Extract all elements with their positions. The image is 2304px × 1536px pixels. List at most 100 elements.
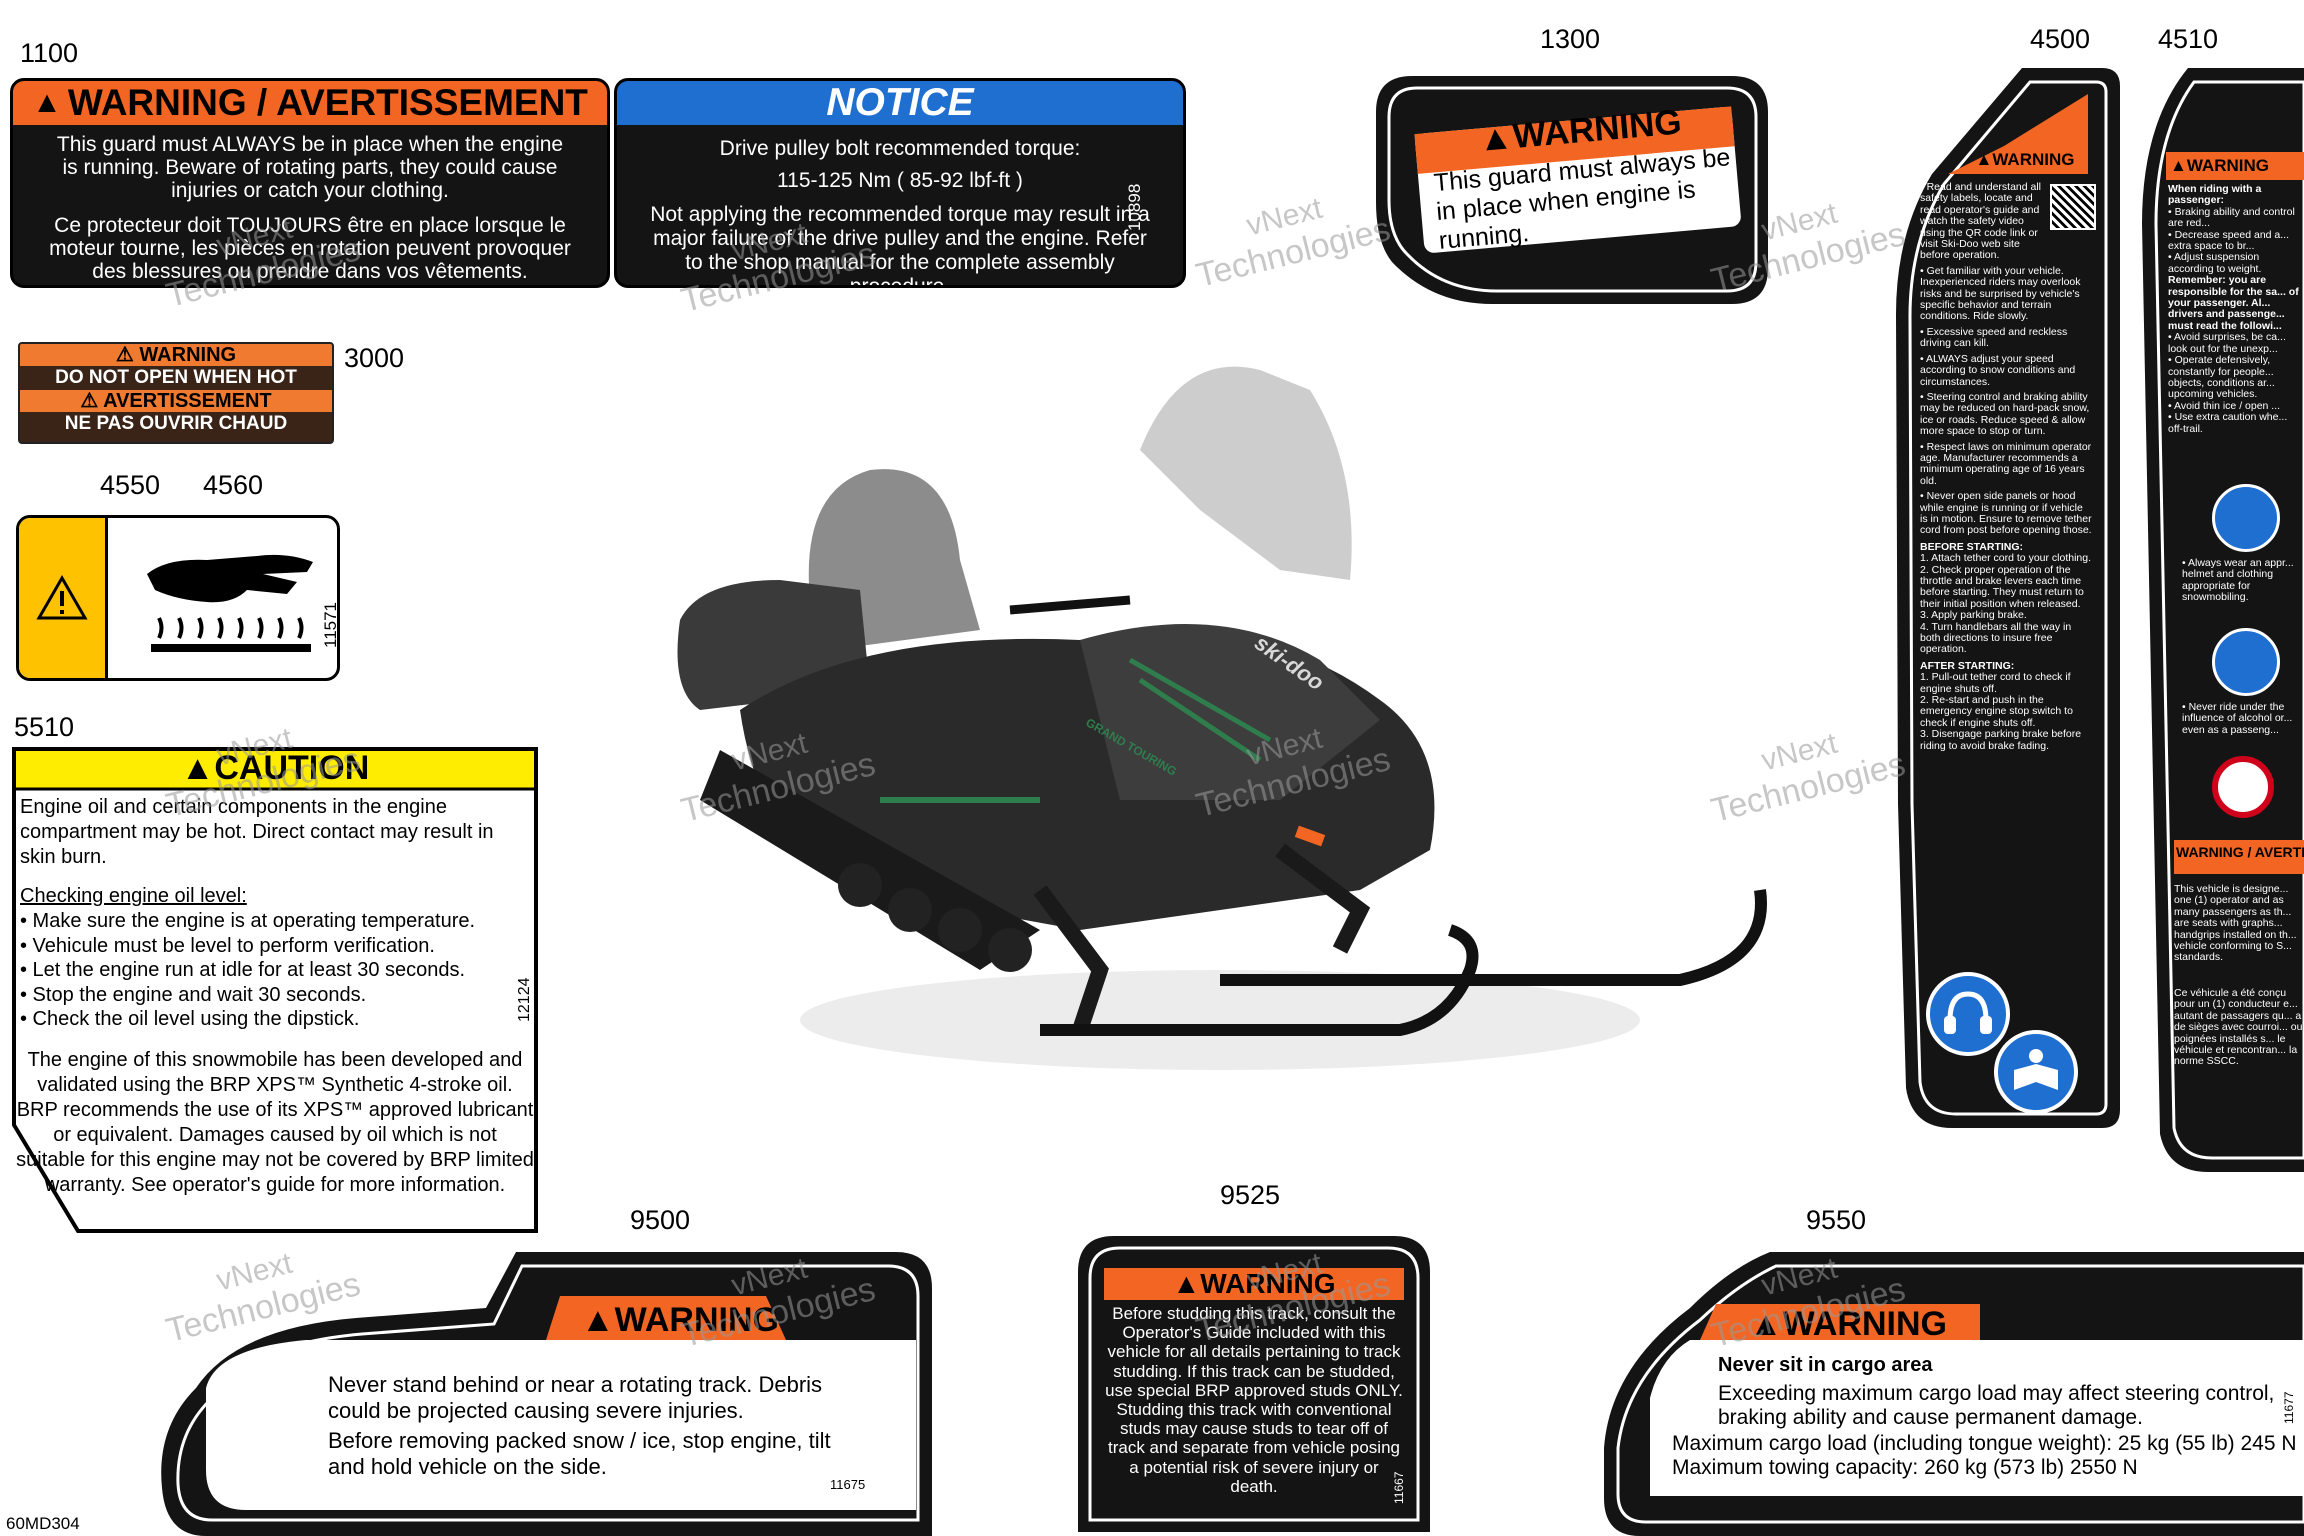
warning-triangle-icon <box>19 518 108 678</box>
notice-code: 10898 <box>1125 183 1144 231</box>
label-9550-shape <box>1604 1252 2304 1536</box>
warning-triangle-icon: ▲ <box>1172 1268 1201 1299</box>
label-4510-body: When riding with a passenger: • Braking … <box>2168 184 2304 435</box>
label-4500-after-step: 2. Re-start and push in the emergency en… <box>1920 694 2073 729</box>
part-number-9550: 9550 <box>1806 1205 1867 1235</box>
label-9525-text: Before studding this track, consult the … <box>1105 1304 1403 1496</box>
part-number-9500: 9500 <box>630 1205 691 1235</box>
clothing-icon <box>2212 628 2280 696</box>
label-5510-step: • Let the engine run at idle for at leas… <box>20 959 466 981</box>
label-4510-item: • Use extra caution whe... off-trail. <box>2168 411 2288 435</box>
label-9550-header: WARNING <box>1782 1305 1947 1343</box>
label-9525-code: 11667 <box>1392 1471 1406 1504</box>
label-9500-code: 11675 <box>830 1477 866 1492</box>
label-5510-shape <box>12 747 538 1233</box>
label-4510-fr: Ce véhicule a été conçu pour un (1) cond… <box>2174 988 2303 1068</box>
label-1100-french: Ce protecteur doit TOUJOURS être en plac… <box>49 214 571 283</box>
label-4550: 11571 <box>16 515 340 681</box>
notice-torque: 115-125 Nm ( 85-92 lbf-ft ) <box>777 169 1023 192</box>
label-1100-warning: ▲ WARNING / AVERTISSEMENT This guard mus… <box>10 78 610 288</box>
label-9550-code: 11677 <box>2282 1391 2296 1424</box>
label-4500-item: • ALWAYS adjust your speed according to … <box>1920 352 2076 388</box>
label-4510-item: • Operate defensively, constantly for pe… <box>2168 354 2275 401</box>
label-4510-item: • Avoid surprises, be ca... look out for… <box>2168 331 2286 355</box>
label-4510-shape <box>2142 68 2304 1172</box>
label-4500-after-step: 3. Disengage parking brake before riding… <box>1920 728 2082 752</box>
label-4510-item: When riding with a passenger: <box>2168 184 2262 207</box>
label-4510-helmet: • Always wear an appr... helmet and clot… <box>2182 558 2294 604</box>
label-9500-text1: Never stand behind or near a rotating tr… <box>328 1372 823 1423</box>
label-4510-en: This vehicle is designe... one (1) opera… <box>2174 884 2297 964</box>
label-5510-step: • Stop the engine and wait 30 seconds. <box>20 983 367 1006</box>
hot-surface-hand-icon <box>147 554 313 652</box>
label-4500-before-step: 3. Apply parking brake. <box>1920 609 2027 622</box>
label-4500-after-head: AFTER STARTING: <box>1920 659 2015 672</box>
label-3000: ⚠ WARNING DO NOT OPEN WHEN HOT ⚠ AVERTIS… <box>18 342 334 444</box>
label-4500-header: WARNING <box>1992 150 2075 169</box>
label-9500-shape <box>161 1252 932 1536</box>
label-4510-header: WARNING <box>2186 156 2269 175</box>
label-5510-header: CAUTION <box>214 749 370 787</box>
label-4510-item: • Adjust suspension according to weight. <box>2168 251 2262 275</box>
part-number-9525: 9525 <box>1220 1180 1281 1210</box>
warning-triangle-icon: ▲ <box>2170 156 2187 175</box>
warning-triangle-icon: ▲ <box>581 1301 615 1339</box>
label-3000-line4: NE PAS OUVRIR CHAUD <box>64 413 288 434</box>
warning-triangle-icon: ▲ <box>1749 1305 1783 1343</box>
label-9500-header: WARNING <box>614 1301 779 1339</box>
label-4500-after-step: 1. Pull-out tether cord to check if engi… <box>1920 671 2071 695</box>
warning-triangle-icon: ⚠ <box>115 344 134 366</box>
label-4500-before-step: 1. Attach tether cord to your clothing. <box>1920 552 2092 565</box>
warning-triangle-icon: ▲ <box>1476 117 1515 159</box>
label-1100-header: WARNING / AVERTISSEMENT <box>67 82 588 123</box>
label-4510-item: • Braking ability and control are red... <box>2168 205 2295 230</box>
label-9550-cargo: Maximum cargo load (including tongue wei… <box>1672 1432 2297 1455</box>
label-4500-before-step: 2. Check proper operation of the throttl… <box>1920 563 2084 610</box>
label-9550-title: Never sit in cargo area <box>1718 1354 1933 1376</box>
label-4500-item: • Respect laws on minimum operator age. … <box>1920 440 2092 487</box>
label-5510-subhead: Checking engine oil level: <box>20 885 247 907</box>
label-1100-notice: NOTICE Drive pulley bolt recommended tor… <box>614 78 1186 288</box>
warning-triangle-icon: ▲ <box>32 86 62 119</box>
part-number-4550: 4550 <box>100 470 161 500</box>
label-9500-text2: Before removing packed snow / ice, stop … <box>328 1428 831 1479</box>
label-4500-item: • Read and understand all safety labels,… <box>1920 181 2042 262</box>
hearing-protection-icon <box>1926 972 2010 1056</box>
part-number-1100: 1100 <box>20 38 79 68</box>
label-5510-footer: The engine of this snowmobile has been d… <box>16 1048 534 1196</box>
label-9525-header: WARNING <box>1200 1268 1336 1299</box>
label-3000-line2: DO NOT OPEN WHEN HOT <box>55 367 297 388</box>
label-5510-step: • Make sure the engine is at operating t… <box>20 910 476 932</box>
label-4500-item: • Excessive speed and reckless driving c… <box>1920 325 2068 350</box>
label-5510: ▲CAUTION Engine oil and certain componen… <box>14 749 536 1198</box>
label-4500-item: • Get familiar with your vehicle. Inexpe… <box>1920 264 2081 323</box>
part-number-4560: 4560 <box>203 470 264 500</box>
read-manual-icon <box>1994 1030 2078 1114</box>
part-number-4510: 4510 <box>2158 24 2219 54</box>
label-4510-item: • Decrease speed and a... extra space to… <box>2168 228 2290 253</box>
no-alcohol-icon <box>2212 756 2274 818</box>
label-4500-item: • Never open side panels or hood while e… <box>1920 490 2092 537</box>
label-5510-code: 12124 <box>516 977 533 1023</box>
label-4510-alcohol: • Never ride under the influence of alco… <box>2182 702 2293 736</box>
label-1100-english: This guard must ALWAYS be in place when … <box>56 133 564 202</box>
label-4500-before-head: BEFORE STARTING: <box>1920 540 2024 553</box>
label-4500-before-step: 4. Turn handlebars all the way in both d… <box>1920 620 2072 656</box>
part-number-4500: 4500 <box>2030 24 2091 54</box>
notice-line3: Not applying the recommended torque may … <box>650 203 1150 288</box>
warning-triangle-icon: ▲ <box>1975 150 1993 169</box>
warning-triangle-icon: ▲ <box>180 749 215 787</box>
part-number-5510: 5510 <box>14 712 75 742</box>
part-number-1300: 1300 <box>1540 24 1601 54</box>
helmet-icon <box>2212 484 2280 552</box>
label-5510-intro: Engine oil and certain components in the… <box>20 796 494 868</box>
label-3000-line3: AVERTISSEMENT <box>103 390 272 412</box>
label-4510-header2: WARNING / AVERTISSEME... <box>2176 844 2304 860</box>
label-3000-line1: WARNING <box>139 344 237 366</box>
label-9550-text: Exceeding maximum cargo load may affect … <box>1718 1382 2275 1429</box>
notice-header: NOTICE <box>617 81 1183 125</box>
label-1300-shape <box>1376 76 1768 304</box>
label-9525-shape <box>1078 1236 1430 1532</box>
warning-triangle-icon: ⚠ <box>80 390 99 412</box>
